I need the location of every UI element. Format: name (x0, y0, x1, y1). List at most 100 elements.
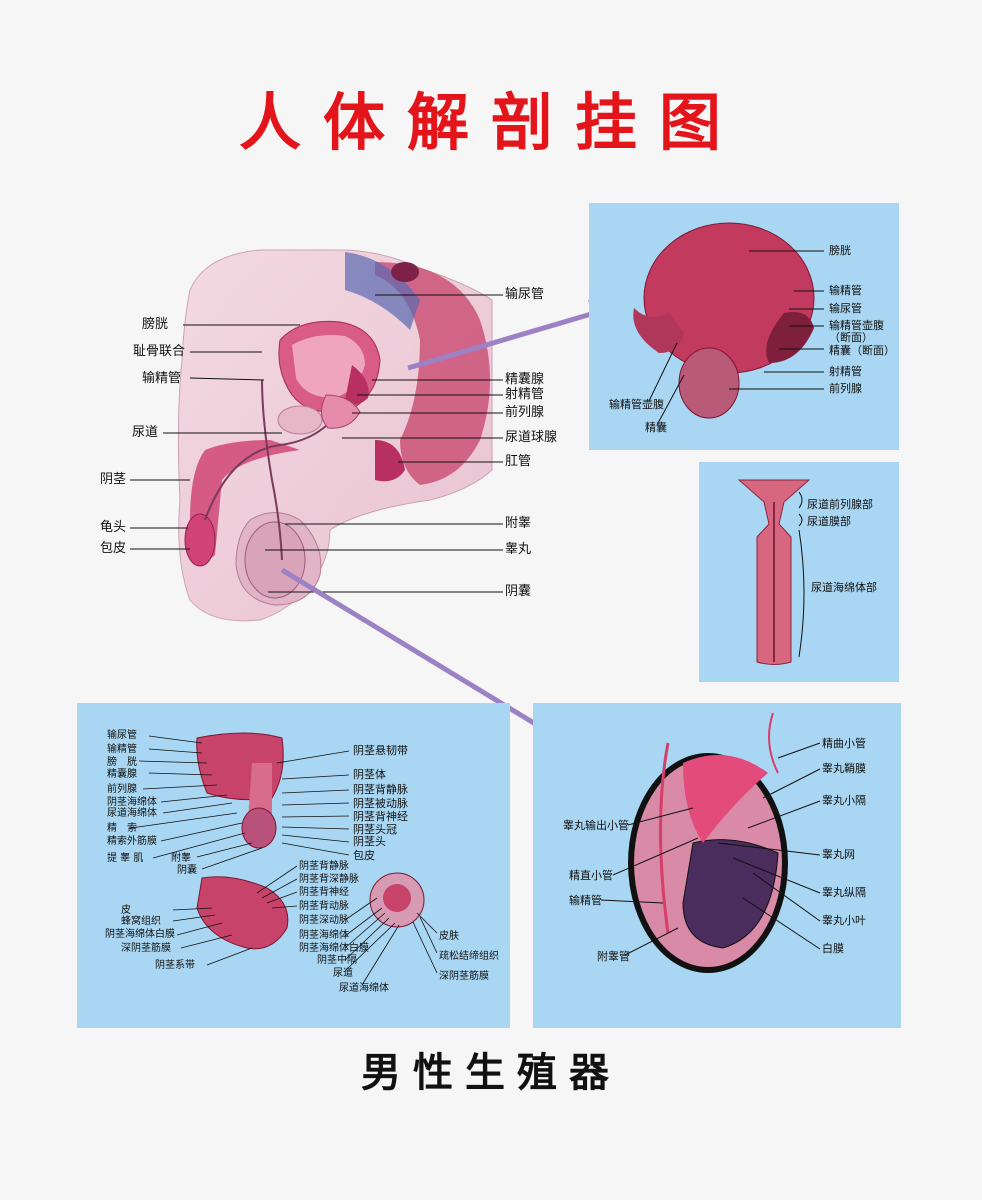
label-prepuce: 包皮 (100, 541, 127, 556)
bladder-label-ureter: 输尿管 (829, 302, 862, 315)
label-anal-canal: 肛管 (505, 454, 532, 469)
label-vas-deferens: 输精管 (142, 371, 182, 386)
poster-title: 人体解剖挂图 (238, 86, 743, 159)
label-seminal-gland: 精囊腺 (505, 372, 545, 387)
penis-right-label: 阴茎背神经 (353, 810, 408, 823)
testis-label-septa: 睾丸小隔 (822, 794, 866, 807)
penis-left-label: 输精管 (107, 744, 137, 755)
testis-label-lobule: 睾丸小叶 (822, 914, 866, 927)
penis-lower-left-label: 皮 (121, 905, 131, 916)
testis-label-efferent: 睾丸输出小管 (563, 819, 629, 832)
urethra-label-spongy: 尿道海绵体部 (811, 581, 877, 594)
bladder-label-bladder: 膀胱 (829, 244, 851, 257)
penis-lower-left-label: 深阴茎筋膜 (121, 943, 171, 954)
penis-lower-left-label: 蜂窝组织 (121, 916, 161, 927)
penis-right-label: 阴茎体 (353, 768, 386, 781)
poster-subtitle: 男性生殖器 (361, 1050, 621, 1096)
penis-right-label: 阴茎悬韧带 (353, 744, 408, 757)
penis-right-label: 阴茎头冠 (353, 823, 397, 836)
penis-mid-label: 尿道海绵体 (339, 983, 389, 994)
testis-label-rete: 睾丸网 (822, 848, 855, 861)
penis-mid-label: 阴茎背动脉 (299, 901, 349, 912)
vas-deferens (261, 379, 283, 561)
penis-left-label: 精 索 (107, 823, 137, 834)
label-bulbourethral-gland: 尿道球腺 (505, 430, 558, 445)
penis-bottom-label: 阴囊 (177, 865, 197, 876)
testis-panel: 精曲小管 睾丸鞘膜 睾丸小隔 睾丸输出小管 睾丸网 精直小管 睾丸纵隔 输精管 … (533, 703, 901, 1028)
bladder-label-ampulla-section: 输精管壶腹（断面） (829, 319, 884, 344)
urethra-line (204, 409, 341, 521)
bladder-label-ampulla: 输精管壶腹 (609, 398, 664, 411)
penis-section-right-label: 疏松结缔组织 (439, 951, 499, 962)
penis-left-label: 膀 胱 (107, 757, 137, 768)
label-epididymis: 附睾 (505, 516, 532, 531)
penis-left-label: 前列腺 (107, 784, 137, 795)
anal-canal (375, 440, 405, 482)
rectum-blue (345, 252, 420, 330)
penis-mid-label: 阴茎海绵体 (299, 930, 349, 941)
arrow-to-bladder (407, 309, 599, 371)
testis-label-tunica-vaginalis: 睾丸鞘膜 (822, 762, 866, 775)
glans (184, 513, 216, 567)
label-ejaculatory-duct: 射精管 (505, 387, 545, 402)
testis (244, 521, 306, 599)
penis-left-label: 精囊腺 (107, 769, 137, 780)
bladder-panel: 膀胱 输精管 输尿管 输精管壶腹（断面） 精囊（断面） 射精管 前列腺 输精管壶… (589, 203, 899, 450)
penis-lower-left-label: 阴茎系带 (155, 960, 195, 971)
prostate (321, 394, 361, 429)
penis-mid-label: 阴茎中隔 (317, 955, 357, 966)
penis-body (190, 440, 300, 560)
bladder-label-vesicle: 精囊 (645, 421, 667, 434)
bladder-illustration (633, 222, 824, 426)
urethra-panel: 尿道前列腺部 尿道膜部 尿道海绵体部 (699, 462, 899, 682)
label-glans: 龟头 (100, 520, 127, 535)
label-bladder: 膀胱 (142, 317, 169, 332)
testis-label-straight-tubule: 精直小管 (569, 869, 613, 882)
penis-bottom-label: 附睾 (171, 853, 191, 864)
bladder-label-vesicle-section: 精囊（断面） (829, 344, 895, 357)
penis-right-label: 阴茎头 (353, 835, 386, 848)
bladder-inner (292, 335, 365, 398)
penis-right-label: 包皮 (353, 849, 375, 862)
bladder-label-prostate: 前列腺 (829, 382, 862, 395)
penis-mid-label: 阴茎背神经 (299, 887, 349, 898)
arrow-to-testis (280, 567, 577, 751)
rectum-wall (375, 262, 490, 485)
label-scrotum: 阴囊 (505, 584, 532, 599)
label-testis: 睾丸 (505, 542, 532, 557)
label-penis: 阴茎 (100, 472, 127, 487)
penis-left-label: 输尿管 (107, 730, 137, 741)
rectum-lumen (391, 262, 419, 282)
penis-left-label: 阴茎海绵体 (107, 797, 157, 808)
penis-right-label: 阴茎背静脉 (353, 783, 408, 796)
penis-mid-label: 阴茎海绵体白膜 (299, 943, 369, 954)
penis-left-label: 尿道海绵体 (107, 808, 157, 819)
penis-illustration (130, 732, 438, 986)
penis-section-right-label: 皮肤 (439, 931, 459, 942)
penis-section-right-label: 深阴茎筋膜 (439, 971, 489, 982)
testis-label-albuginea: 白膜 (822, 942, 844, 955)
bladder-label-ejaculatory: 射精管 (829, 365, 862, 378)
urethra-illustration (737, 479, 811, 665)
penis-left-label: 提 睾 肌 (107, 853, 144, 864)
pubic-bone (277, 405, 323, 435)
testis-label-epididymal-duct: 附睾管 (597, 950, 630, 963)
testis-label-seminiferous: 精曲小管 (822, 737, 866, 750)
testis-label-vas: 输精管 (569, 894, 602, 907)
testis-illustration (600, 712, 821, 973)
penis-mid-label: 尿道 (333, 968, 353, 979)
urethra-label-membranous: 尿道膜部 (807, 515, 851, 528)
penis-left-label: 精索外筋膜 (107, 836, 157, 847)
label-prostate: 前列腺 (505, 405, 545, 420)
penis-panel: 输尿管 输精管 膀 胱 精囊腺 前列腺 阴茎海绵体 尿道海绵体 精 索 精索外筋… (77, 703, 510, 1028)
penis-mid-label: 阴茎背静脉 (299, 861, 349, 872)
penis-right-label: 阴茎被动脉 (353, 797, 408, 810)
label-urethra: 尿道 (132, 425, 159, 440)
testis-label-mediastinum: 睾丸纵隔 (822, 886, 866, 899)
label-pubic-symphysis: 耻骨联合 (133, 344, 186, 359)
penis-mid-label: 阴茎深动脉 (299, 915, 349, 926)
penis-mid-label: 阴茎背深静脉 (299, 874, 359, 885)
label-ureter: 输尿管 (505, 287, 545, 302)
urethra-label-prostatic: 尿道前列腺部 (807, 498, 873, 511)
